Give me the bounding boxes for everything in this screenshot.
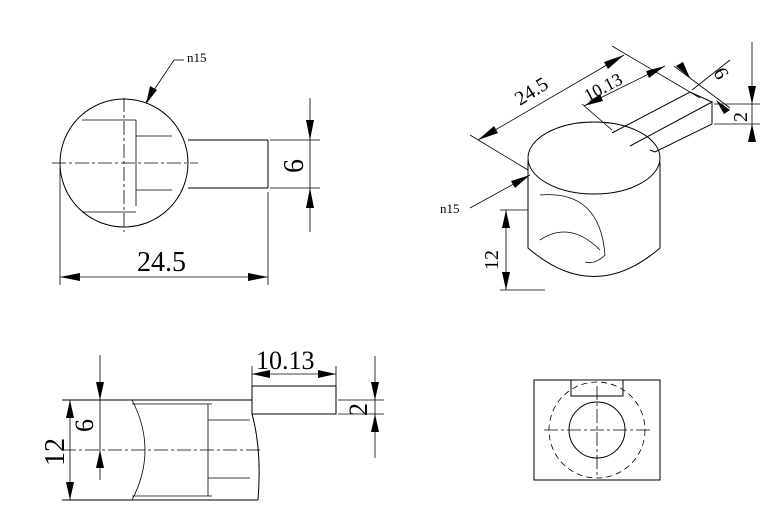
- front-dim-arrow: [60, 273, 80, 281]
- front-dim-arrow: [248, 273, 268, 281]
- iso-slot-curve: [539, 194, 606, 264]
- iso-dim-arrow: [604, 55, 624, 69]
- iso-top-ellipse: [527, 121, 661, 195]
- iso-cylinder-body: [527, 160, 661, 277]
- iso-ext-line: [691, 59, 731, 91]
- front-height-label: 6: [279, 159, 310, 173]
- iso-length-label: 24.5: [511, 73, 552, 110]
- iso-dim-line: [673, 65, 731, 109]
- side-dim-arrow: [371, 382, 379, 400]
- front-view: n15 24.5 6: [52, 50, 320, 285]
- side-height-label: 12: [40, 438, 71, 466]
- front-radius-label: n15: [187, 50, 207, 65]
- front-dim-arrow: [306, 120, 314, 140]
- iso-width-label: 6: [709, 64, 733, 83]
- iso-dim-arrow: [502, 272, 510, 290]
- side-dim-arrow: [252, 370, 270, 378]
- iso-dim-arrow: [748, 86, 756, 104]
- front-dim-arrow: [306, 188, 314, 208]
- front-length-label: 24.5: [137, 247, 186, 278]
- side-dim-arrow: [66, 400, 74, 418]
- iso-dim-arrow: [502, 210, 510, 228]
- side-dim-arrow: [371, 414, 379, 432]
- side-view: 10.13 2 6 12: [40, 346, 384, 501]
- iso-tab-label: 10.13: [580, 69, 625, 106]
- side-tab: [251, 385, 337, 415]
- iso-tab: [611, 91, 713, 153]
- top-view: [533, 379, 661, 481]
- iso-dim-arrow: [584, 94, 603, 106]
- iso-ext-line: [581, 103, 613, 131]
- iso-radius-label: n15: [440, 201, 460, 216]
- iso-ext-line: [469, 134, 529, 171]
- side-inner-label: 6: [70, 419, 99, 432]
- iso-tab-edge: [629, 101, 713, 147]
- iso-dim-arrow: [748, 124, 756, 142]
- iso-dim-arrow: [676, 62, 690, 78]
- side-tab-label: 10.13: [256, 346, 315, 375]
- iso-dim-arrow: [478, 126, 498, 140]
- side-body-curve: [251, 413, 260, 501]
- iso-height-label: 12: [481, 250, 503, 270]
- side-thick-label: 2: [344, 403, 373, 416]
- iso-thick-label: 2: [730, 112, 752, 122]
- front-radius-arrow: [146, 86, 157, 104]
- iso-dim-line: [477, 54, 625, 141]
- iso-dim-arrow: [646, 66, 665, 78]
- side-dim-arrow: [96, 382, 104, 400]
- side-dim-arrow: [96, 450, 104, 468]
- iso-slot-curve: [539, 231, 601, 251]
- iso-radius-arrow: [511, 175, 530, 188]
- iso-view: 24.5 10.13 6 2 12 n15: [440, 42, 760, 291]
- iso-dim-arrow: [716, 100, 730, 114]
- side-dim-arrow: [66, 482, 74, 500]
- side-dim-arrow: [318, 370, 336, 378]
